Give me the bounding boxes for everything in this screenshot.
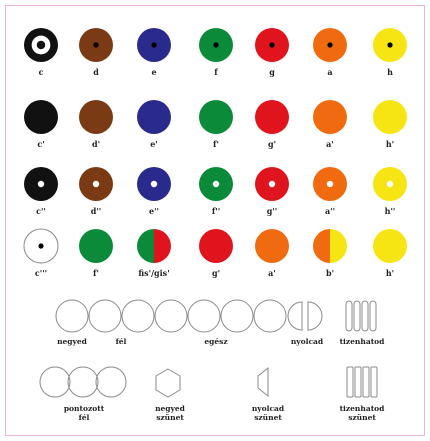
note-f-0-3-dot [213, 42, 219, 48]
note-fisgis-3-2-right-half [154, 229, 171, 263]
note-g-0-4-dot [269, 42, 275, 48]
eighth-note-shape-1 [287, 301, 303, 331]
note-label: g' [211, 268, 221, 278]
whole-note-shape-4 [253, 299, 287, 333]
note-label: c' [37, 139, 45, 149]
note-label: a [327, 67, 333, 77]
label-nyolcad-szunet: nyolcad szünet [251, 404, 285, 422]
note-label: e [151, 67, 157, 77]
note-label: h [387, 67, 393, 77]
note-b-3-5-right-half [330, 229, 347, 263]
label-fel: fél [115, 337, 127, 346]
note-f-2-3-hole [212, 180, 220, 188]
half-note-shape-2 [121, 299, 155, 333]
note-h-2-6-hole [386, 180, 394, 188]
note-d-0-1-dot [93, 42, 99, 48]
label-pontozott-fel: pontozott fél [63, 404, 105, 422]
note-a-2-5-hole [326, 180, 334, 188]
note-e-2-2-hole [150, 180, 158, 188]
label-egesz: egész [204, 337, 228, 346]
note-label: f' [213, 139, 219, 149]
note-label: f [214, 67, 218, 77]
quarter-rest-shape [155, 368, 181, 398]
label-tizenhatod: tizenhatod [339, 337, 385, 346]
sixteenth-note-shape-3 [361, 300, 369, 332]
note-label: h' [385, 139, 395, 149]
label-tizenhatod-szunet: tizenhatod szünet [339, 404, 385, 422]
note-label: g [269, 67, 275, 77]
note-c-2-0-hole [37, 180, 45, 188]
note-a-1-5-disc [313, 100, 347, 134]
note-label: g'' [266, 206, 278, 216]
note-c-0-0-center [36, 40, 46, 50]
note-c-3-0-dot [38, 243, 44, 249]
dotted-half-shape-1 [39, 366, 71, 398]
note-g-1-4-disc [255, 100, 289, 134]
dotted-half-shape-2 [67, 366, 99, 398]
note-g-3-3-disc [199, 229, 233, 263]
note-a-3-4-disc [255, 229, 289, 263]
note-b-3-5-left-half [313, 229, 330, 263]
whole-note-shape-2 [187, 299, 221, 333]
label-negyed: negyed [57, 337, 87, 346]
note-label: c''' [34, 268, 48, 278]
note-f-3-1-disc [79, 229, 113, 263]
note-label: h'' [384, 206, 396, 216]
note-label: a' [326, 139, 334, 149]
note-label: h' [385, 268, 395, 278]
note-e-0-2-dot [151, 42, 157, 48]
whole-note-shape-1 [154, 299, 188, 333]
note-d-2-1-hole [92, 180, 100, 188]
note-label: c [38, 67, 44, 77]
sixteenth-rest-shape-1 [346, 366, 354, 398]
note-label: e'' [149, 206, 159, 216]
note-label: a'' [324, 206, 336, 216]
sixteenth-note-shape-4 [369, 300, 377, 332]
eighth-rest-shape [257, 366, 269, 398]
sixteenth-note-shape-2 [353, 300, 361, 332]
note-label: fis'/gis' [138, 268, 170, 278]
sixteenth-rest-shape-2 [354, 366, 362, 398]
note-e-1-2-disc [137, 100, 171, 134]
sixteenth-note-shape-1 [345, 300, 353, 332]
note-c-1-0-disc [24, 100, 58, 134]
note-label: d [93, 67, 99, 77]
sixteenth-rest-shape-3 [362, 366, 370, 398]
note-h-3-6-disc [373, 229, 407, 263]
label-nyolcad: nyolcad [290, 337, 324, 346]
note-label: e' [150, 139, 158, 149]
note-label: f'' [211, 206, 221, 216]
note-label: d' [91, 139, 101, 149]
note-h-1-6-disc [373, 100, 407, 134]
note-label: g' [267, 139, 277, 149]
note-a-0-5-dot [327, 42, 333, 48]
note-d-1-1-disc [79, 100, 113, 134]
eighth-note-shape-2 [307, 301, 323, 331]
note-label: f' [93, 268, 99, 278]
sixteenth-rest-shape-4 [370, 366, 378, 398]
chart-frame [5, 5, 425, 436]
note-label: d'' [90, 206, 102, 216]
note-label: b' [325, 268, 335, 278]
note-fisgis-3-2-left-half [137, 229, 154, 263]
quarter-note-shape [55, 299, 89, 333]
note-label: c'' [36, 206, 46, 216]
note-h-0-6-dot [387, 42, 393, 48]
label-negyed-szunet: negyed szünet [155, 404, 185, 422]
whole-note-shape-3 [220, 299, 254, 333]
note-g-2-4-hole [268, 180, 276, 188]
dotted-half-shape-3 [95, 366, 127, 398]
note-label: a' [268, 268, 276, 278]
note-f-1-3-disc [199, 100, 233, 134]
half-note-shape-1 [88, 299, 122, 333]
